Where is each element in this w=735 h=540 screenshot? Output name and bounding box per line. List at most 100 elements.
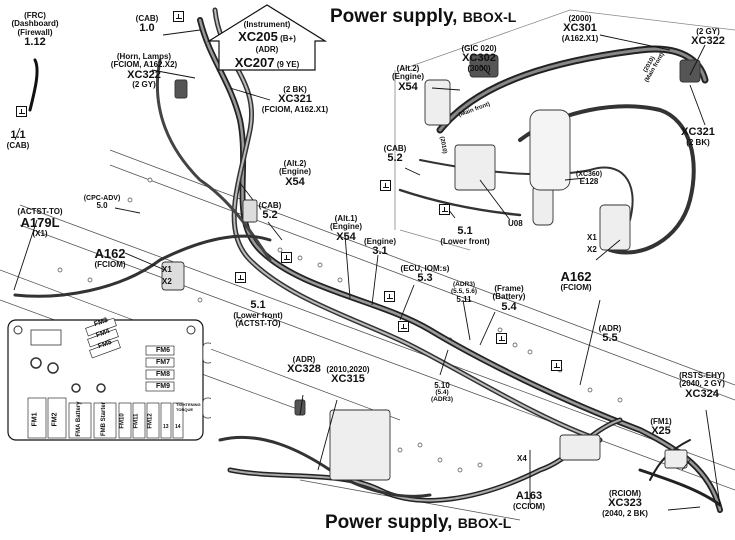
label-frc-1-12: (FRC) (Dashboard) (Firewall) 1.12 (5, 11, 65, 49)
label-text: (Engine) (392, 72, 424, 82)
label-lower-front-5-1-inset: 5.1 (Lower front) (437, 225, 493, 246)
label-x25: (FM1) X25 (648, 417, 674, 438)
label-text: (ACTST-TO) (235, 318, 281, 328)
callout-xc207-note: (9 YE) (274, 59, 300, 69)
label-code: 3.1 (372, 245, 388, 258)
label-code: 5.2 (262, 209, 278, 222)
label-text: (XC360) (575, 171, 603, 178)
label-code: XC315 (331, 373, 365, 386)
label-text: (ADR) (292, 355, 316, 364)
label-cab-5-2-inset: (CAB) 5.2 (380, 144, 410, 165)
label-code: XC322 (127, 68, 161, 81)
label-xc315: (2010,2020) XC315 (324, 365, 372, 386)
label-code: XC302 (462, 52, 496, 65)
label-a163: A163 (CCIOM) (511, 490, 547, 511)
label-text: (Engine) (364, 237, 396, 246)
label-ecu-5-3: (ECU, IOM:s) 5.3 (396, 264, 454, 285)
label-cpc-adv-5-0: (CPC-ADV) 5.0 (82, 195, 122, 211)
label-text: (ADR3) (452, 281, 476, 288)
label-text: (Engine) (279, 167, 311, 177)
torque-note: TIGHTENING TORQUE (176, 402, 201, 412)
ground-icon (235, 272, 246, 283)
label-text: (GIC 020) (461, 44, 497, 53)
title-bottom: Power supply, BBOX-L (325, 512, 511, 534)
label-code: XC323 (608, 497, 642, 510)
title-sub-text: BBOX-L (457, 515, 512, 531)
label-text: (FCIOM, A162.X2) (110, 60, 178, 70)
label-code: 5.2 (387, 152, 403, 165)
label-code: 5.3 (417, 272, 433, 285)
fusebox-bbox-l: FM3 FM4 FM5 FM6 FM7 FM8 FM9 FM1 FM2 FMA … (6, 317, 211, 443)
label-text: (RCIOM) (609, 489, 641, 498)
fuse-fm7: FM7 (156, 359, 170, 366)
label-text: (Alt.2) (283, 159, 307, 168)
label-text: (ECU, IOM:s) (400, 264, 450, 273)
label-xc324: (RSTS-EHY) (2040, 2 GY) XC324 (676, 371, 728, 400)
label-a162-inset-x2: X2 (587, 245, 597, 254)
frame-rail-edge (19, 224, 735, 491)
label-text: (RSTS-EHY) (679, 371, 725, 380)
label-xc322-inset: (2 GY) XC322 (686, 27, 730, 48)
callout-code-xc207: XC207 (234, 54, 275, 70)
label-text: (FCIOM) (560, 282, 592, 292)
label-text: (CAB) (135, 14, 159, 23)
label-code: X54 (336, 230, 356, 243)
label-code: 5.0 (96, 201, 108, 211)
label-text: (2 BK) (686, 137, 710, 147)
label-cab-1-1: 1.1 (CAB) (3, 129, 33, 150)
callout-line-1: (Instrument) (243, 20, 291, 29)
ground-icon (173, 11, 184, 22)
label-xc328: (ADR) XC328 (282, 355, 326, 376)
label-text: (5.4) (435, 389, 449, 397)
fuse-13: 13 (163, 424, 169, 430)
fuse-14: 14 (175, 424, 181, 430)
label-a179l: (ACTST-TO) A179L (X1) (14, 207, 66, 238)
label-text: (2 GY) (696, 27, 720, 36)
frame-rail-edge (19, 204, 735, 471)
label-cab-1-0: (CAB) 1.0 (130, 14, 164, 35)
label-frame-5-4: (Frame) (Battery) 5.4 (492, 284, 526, 313)
label-a162-x2: X2 (162, 277, 172, 286)
instrument-adr-callout: (Instrument) XC205 (B+) (ADR) XC207 (9 Y… (207, 3, 327, 71)
label-xc321-inset: XC321 (2 BK) (676, 126, 720, 147)
label-text: (2000) (568, 14, 592, 23)
title-sub-text: BBOX-L (462, 9, 517, 25)
label-xc322-horn-lamps: (Horn, Lamps) (FCIOM, A162.X2) XC322 (2 … (104, 52, 184, 90)
callout-xc205-note: (B+) (277, 34, 296, 44)
label-text: (2040, 2 GY) (679, 379, 725, 389)
label-code: 5.1 (250, 299, 266, 311)
label-code: A163 (515, 490, 543, 502)
label-text: (Frame) (494, 284, 524, 293)
label-text: (2 GY) (132, 80, 156, 90)
label-text: (Lower front) (233, 310, 283, 320)
label-e128: (XC360) E128 (572, 171, 606, 187)
label-a162-x1: X1 (162, 265, 172, 274)
label-code: 1.0 (139, 22, 155, 35)
callout-code-xc205: XC205 (238, 29, 278, 45)
title-top: Power supply, BBOX-L (330, 6, 516, 28)
label-text: (3000) (467, 63, 491, 73)
label-adr3-5-11: (ADR3) (5.5, 5.6) 5.11 (447, 281, 481, 304)
ground-icon (398, 321, 409, 332)
label-text: (Battery) (492, 292, 526, 302)
fusebox-outline (7, 318, 211, 441)
ground-icon (384, 291, 395, 302)
label-code: XC322 (691, 35, 725, 48)
label-x54-inset: (Alt.2) (Engine) X54 (390, 64, 426, 93)
ground-icon (551, 360, 562, 371)
label-xc321-fciom: (2 BK) XC321 (FCIOM, A162.X1) (255, 85, 335, 114)
a162-connector-shape (161, 261, 185, 291)
label-text: (ADR3) (430, 396, 454, 404)
fuse-fm12: FM12 (147, 413, 154, 429)
label-text: (A162.X1) (561, 33, 599, 43)
ground-icon (496, 333, 507, 344)
frame-rail-edge (109, 164, 735, 401)
label-code: A162 (94, 246, 126, 261)
label-adr3-5-10: 5.10 (5.4) (ADR3) (428, 381, 456, 404)
label-text: (ADR) (598, 324, 622, 333)
label-engine-3-1: (Engine) 3.1 (363, 237, 397, 258)
label-adr-5-5: (ADR) 5.5 (595, 324, 625, 345)
label-text: (Alt.2) (396, 64, 420, 73)
